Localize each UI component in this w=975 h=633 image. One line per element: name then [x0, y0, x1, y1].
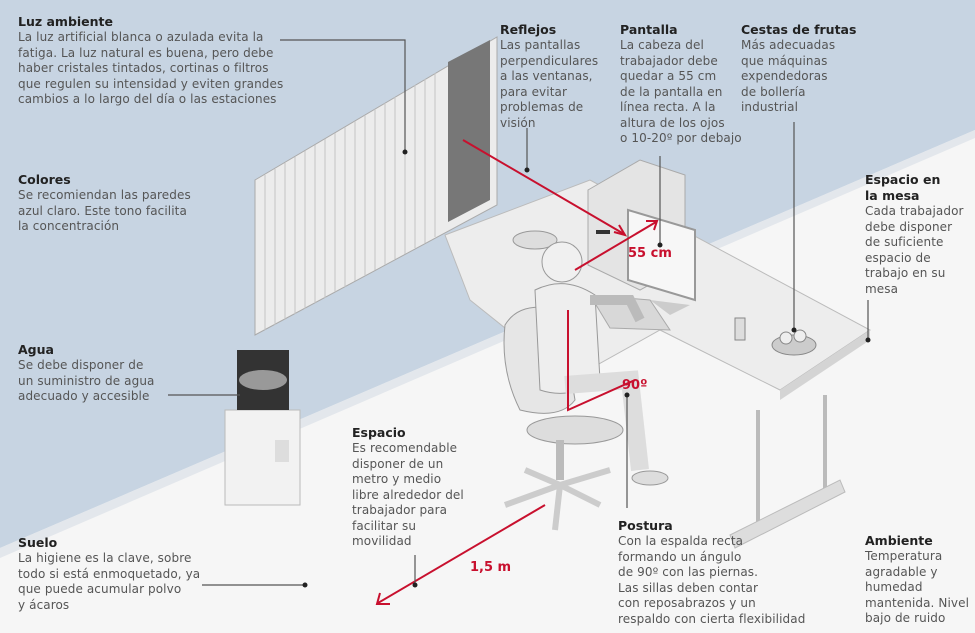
screen-distance-label: 55 cm [628, 246, 672, 261]
callout-title: Reflejos [500, 22, 557, 37]
callout-agua: Agua Se debe disponer de un suministro d… [18, 342, 154, 405]
leader-dots [302, 149, 871, 588]
callout-body: La luz artificial blanca o azulada evita… [18, 30, 284, 106]
free-space-label: 1,5 m [470, 560, 512, 575]
callout-title: Postura [618, 518, 673, 533]
callout-postura: Postura Con la espalda recta formando un… [618, 518, 805, 627]
callout-title: Cestas de frutas [741, 22, 857, 37]
screen-distance-line [574, 221, 657, 271]
callout-title: Suelo [18, 535, 58, 550]
screen-distance-arrowhead [646, 220, 659, 231]
callout-title: Espacio [352, 425, 406, 440]
callout-suelo: Suelo La higiene es la clave, sobre todo… [18, 535, 200, 613]
callout-title: Colores [18, 172, 71, 187]
window-blinds [254, 36, 498, 336]
reflection-line [462, 139, 625, 235]
reflection-arrowhead [613, 224, 628, 237]
pen-holder [734, 317, 746, 341]
callout-title: Espacio en la mesa [865, 172, 941, 203]
callout-body: Más adecuadas que máquinas expendedoras … [741, 38, 836, 114]
free-space-line [377, 504, 546, 604]
callout-body: Las pantallas perpendiculares a las vent… [500, 38, 599, 130]
water-cooler [224, 350, 301, 506]
callout-luz-ambiente: Luz ambiente La luz artificial blanca o … [18, 14, 283, 108]
posture-angle-label: 90º [622, 378, 648, 393]
callout-pantalla: Pantalla La cabeza del trabajador debe q… [620, 22, 742, 147]
callout-reflejos: Reflejos Las pantallas perpendiculares a… [500, 22, 598, 131]
callout-title: Agua [18, 342, 54, 357]
callout-body: La cabeza del trabajador debe quedar a 5… [620, 38, 742, 145]
callout-cestas-de-frutas: Cestas de frutas Más adecuadas que máqui… [741, 22, 856, 116]
callout-body: Temperatura agradable y humedad mantenid… [865, 549, 970, 625]
callout-body: Con la espalda recta formando un ángulo … [618, 534, 806, 626]
leader-lines [168, 39, 869, 586]
measurement-lines [375, 139, 659, 605]
callout-body: Se recomiendan las paredes azul claro. E… [18, 188, 191, 233]
callout-colores: Colores Se recomiendan las paredes azul … [18, 172, 191, 235]
callout-title: Ambiente [865, 533, 933, 548]
callout-body: La higiene es la clave, sobre todo si es… [18, 551, 201, 612]
callout-body: Es recomendable disponer de un metro y m… [352, 441, 464, 548]
callout-ambiente: Ambiente Temperatura agradable y humedad… [865, 533, 969, 627]
fruit-basket [771, 329, 817, 356]
callout-body: Se debe disponer de un suministro de agu… [18, 358, 155, 403]
callout-body: Cada trabajador debe disponer de suficie… [865, 204, 964, 296]
callout-espacio: Espacio Es recomendable disponer de un m… [352, 425, 464, 550]
phone [512, 230, 558, 250]
callout-title: Luz ambiente [18, 14, 114, 29]
callout-espacio-en-la-mesa: Espacio en la mesa Cada trabajador debe … [865, 172, 964, 297]
computer [587, 159, 696, 331]
free-space-arrowhead [375, 592, 390, 605]
posture-angle-line [567, 310, 636, 412]
callout-title: Pantalla [620, 22, 678, 37]
